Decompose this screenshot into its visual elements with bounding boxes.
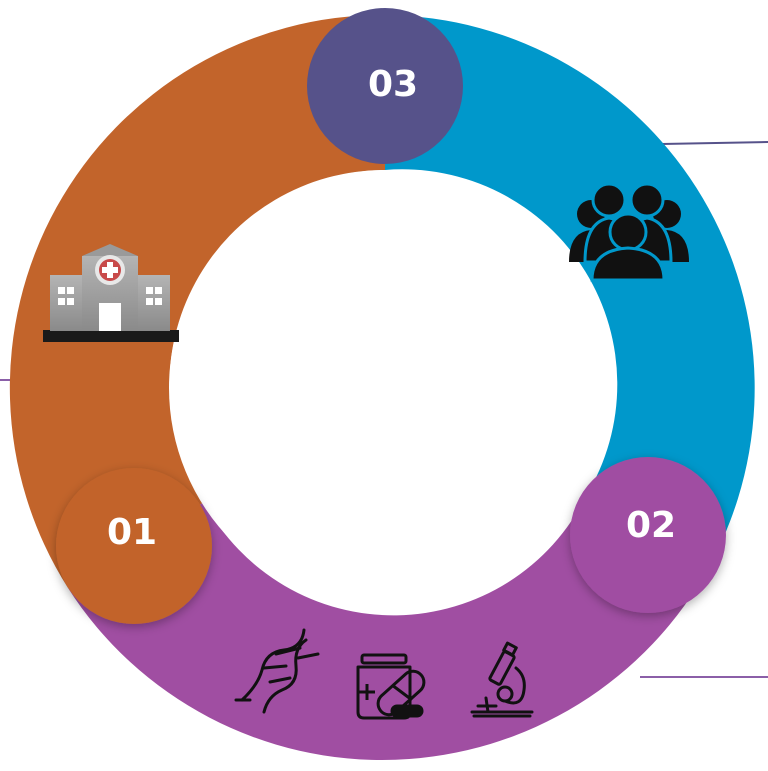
badge-02 <box>570 457 726 613</box>
ring-center <box>169 170 605 606</box>
medicine-icon <box>356 653 426 720</box>
microscope-icon <box>470 641 534 718</box>
hospital-icon <box>43 244 179 342</box>
label-02: 02 <box>626 505 676 546</box>
connector-line-top-right <box>661 141 768 145</box>
badge-03 <box>307 8 463 164</box>
label-03: 03 <box>368 64 418 105</box>
badge-01 <box>56 468 212 624</box>
dna-icon <box>234 628 320 714</box>
people-group-icon <box>569 182 689 282</box>
ring-segment-02 <box>68 496 710 761</box>
ring-segment-01 <box>9 14 385 588</box>
ring-segment-03 <box>385 15 755 565</box>
label-01: 01 <box>107 512 157 553</box>
